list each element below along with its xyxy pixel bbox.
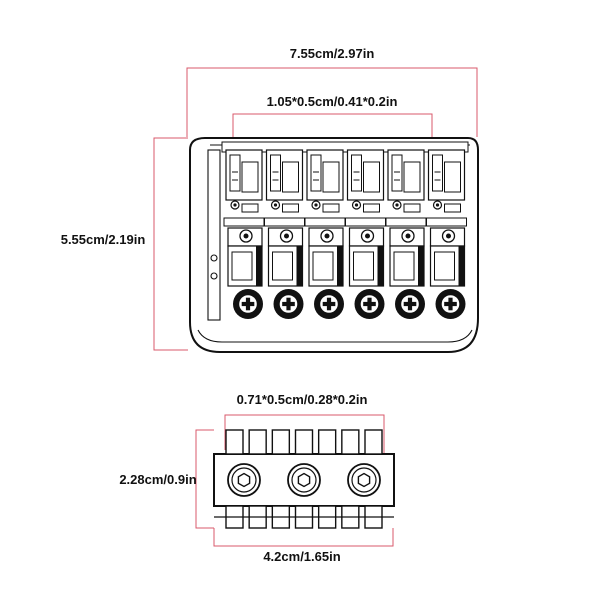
saddle-group [223, 149, 467, 287]
small-saddle-size-dimension: 0.71*0.5cm/0.28*0.2in [224, 392, 385, 455]
top-bridge-view: 7.55cm/2.97in 1.05*0.5cm/0.41*0.2in 5.55… [61, 46, 479, 353]
saddle-window [312, 251, 334, 281]
intonation-screw-icon [233, 289, 263, 319]
saddle [264, 149, 305, 287]
hex-screw-icon [287, 463, 321, 497]
saddle-spring-block [322, 203, 340, 213]
saddle [385, 149, 427, 287]
height-dimension: 5.55cm/2.19in [61, 137, 188, 351]
saddle-string-slot [363, 161, 380, 193]
small-width-label: 4.2cm/1.65in [263, 549, 340, 564]
saddle-divider [256, 246, 262, 286]
saddle-ridge [426, 217, 467, 227]
small-bridge-teeth [214, 429, 394, 529]
saddle-string-slot [241, 161, 259, 193]
saddle-side-plate [310, 154, 322, 192]
saddle-window [434, 251, 455, 281]
small-bridge-screw-group [227, 463, 381, 497]
saddle-spring-block [282, 203, 299, 213]
saddle-divider [458, 246, 465, 286]
top-tooth [317, 429, 337, 455]
saddle-spring-block [241, 203, 259, 213]
intonation-screw-icon [273, 289, 304, 319]
hex-screw-icon [347, 463, 381, 497]
saddle-window [272, 251, 293, 281]
top-tooth [341, 429, 360, 455]
saddle-spring-block [403, 203, 421, 213]
top-tooth [271, 429, 291, 455]
bottom-bridge-view: 0.71*0.5cm/0.28*0.2in 2.28cm/0.9in 4.2cm… [119, 392, 395, 564]
saddle-side-plate [229, 154, 241, 192]
saddle-side-plate [432, 154, 443, 192]
saddle [426, 149, 467, 287]
saddle-spring-block [363, 203, 380, 213]
base-rear-wall [207, 149, 221, 321]
saddle [223, 149, 265, 287]
rear-strip-bar [221, 141, 469, 153]
saddle-window [231, 251, 253, 281]
saddle-ridge [385, 217, 427, 227]
overall-width-label: 7.55cm/2.97in [290, 46, 375, 61]
height-label: 5.55cm/2.19in [61, 232, 146, 247]
saddle-divider [337, 246, 343, 286]
saddle-side-plate [351, 154, 362, 192]
top-tooth [248, 429, 267, 455]
saddle-ridge [345, 217, 386, 227]
intonation-screw-icon [395, 289, 425, 319]
saddle-string-slot [322, 161, 340, 193]
top-tooth [294, 429, 314, 455]
small-height-dimension: 2.28cm/0.9in [119, 429, 214, 529]
small-height-label: 2.28cm/0.9in [119, 472, 196, 487]
hex-screw-icon [227, 463, 261, 497]
saddle-window [353, 251, 374, 281]
saddle-spring-block [444, 203, 461, 213]
saddle-string-slot [403, 161, 421, 193]
saddle [304, 149, 346, 287]
saddle-divider [418, 246, 424, 286]
saddle [345, 149, 386, 287]
small-saddle-size-label: 0.71*0.5cm/0.28*0.2in [237, 392, 368, 407]
saddle-window [393, 251, 415, 281]
saddle-string-slot [282, 161, 299, 193]
intonation-screw-icon [435, 289, 466, 319]
small-width-dimension: 4.2cm/1.65in [213, 528, 394, 564]
intonation-screw-group [233, 289, 466, 319]
saddle-divider [377, 246, 384, 286]
saddle-ridge [223, 217, 265, 227]
intonation-screw-icon [354, 289, 385, 319]
top-tooth [364, 429, 383, 455]
saddle-size-label: 1.05*0.5cm/0.41*0.2in [267, 94, 398, 109]
saddle-ridge [304, 217, 346, 227]
rear-screw-strip [221, 141, 469, 153]
saddle-divider [296, 246, 303, 286]
saddle-side-plate [270, 154, 281, 192]
saddle-side-plate [391, 154, 403, 192]
intonation-screw-icon [314, 289, 344, 319]
saddle-string-slot [444, 161, 461, 193]
overall-width-dimension: 7.55cm/2.97in [186, 46, 478, 137]
top-tooth [225, 429, 244, 455]
saddle-ridge [264, 217, 305, 227]
